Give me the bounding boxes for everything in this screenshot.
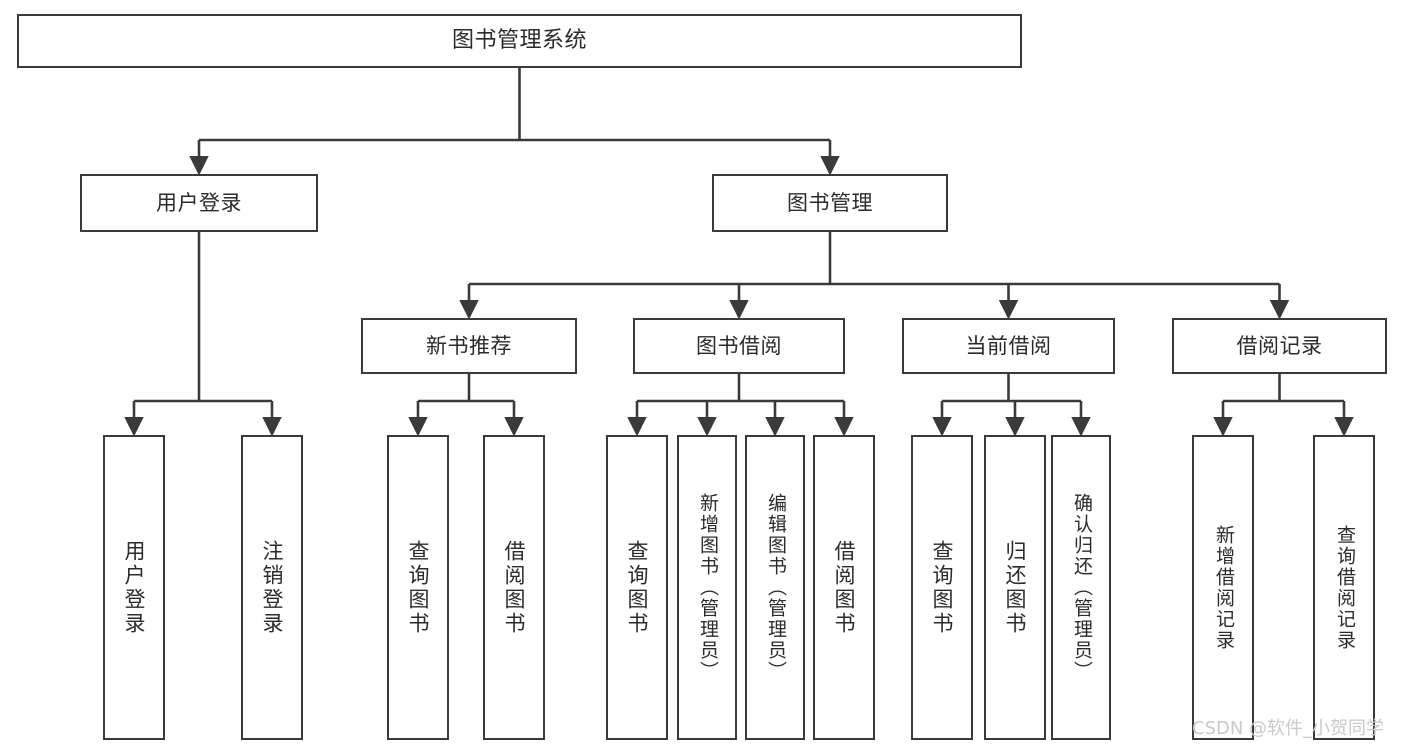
node-l-addrec[interactable]: 新增借阅记录 xyxy=(1192,435,1254,740)
node-label: 图书管理 xyxy=(787,190,873,215)
csdn-watermark: CSDN @软件_小贺同学 xyxy=(1192,718,1385,739)
node-current[interactable]: 当前借阅 xyxy=(902,318,1115,374)
node-bookmgmt[interactable]: 图书管理 xyxy=(712,174,948,232)
node-label: 借阅图书 xyxy=(502,539,527,636)
node-l-addbook[interactable]: 新增图书（管理员） xyxy=(677,435,737,740)
node-root[interactable]: 图书管理系统 xyxy=(17,14,1022,68)
node-l-returnbook[interactable]: 归还图书 xyxy=(984,435,1046,740)
node-label: 归还图书 xyxy=(1003,539,1028,636)
node-label: 用户登录 xyxy=(122,539,147,636)
node-l-borrowbook2[interactable]: 借阅图书 xyxy=(813,435,875,740)
node-label: 查询图书 xyxy=(625,539,650,636)
node-label: 查询借阅记录 xyxy=(1333,524,1356,651)
node-label: 借阅图书 xyxy=(832,539,857,636)
node-label: 图书借阅 xyxy=(696,333,782,358)
node-label: 当前借阅 xyxy=(965,333,1052,358)
node-label: 借阅记录 xyxy=(1236,333,1323,358)
node-l-confirm[interactable]: 确认归还（管理员） xyxy=(1051,435,1111,740)
node-label: 新增图书（管理员） xyxy=(696,493,719,682)
node-label: 图书管理系统 xyxy=(451,28,587,54)
node-label: 新书推荐 xyxy=(426,333,512,358)
node-l-queryrec[interactable]: 查询借阅记录 xyxy=(1313,435,1375,740)
node-l-querybook1[interactable]: 查询图书 xyxy=(387,435,449,740)
node-l-logout[interactable]: 注销登录 xyxy=(241,435,303,740)
node-label: 用户登录 xyxy=(156,190,242,215)
node-label: 查询图书 xyxy=(930,539,955,636)
node-label: 确认归还（管理员） xyxy=(1070,493,1093,682)
node-newrec[interactable]: 新书推荐 xyxy=(361,318,577,374)
node-login[interactable]: 用户登录 xyxy=(80,174,318,232)
node-borrow[interactable]: 图书借阅 xyxy=(633,318,845,374)
node-history[interactable]: 借阅记录 xyxy=(1172,318,1387,374)
node-l-querybook3[interactable]: 查询图书 xyxy=(911,435,973,740)
node-label: 新增借阅记录 xyxy=(1212,524,1235,651)
node-l-login[interactable]: 用户登录 xyxy=(103,435,165,740)
node-label: 查询图书 xyxy=(406,539,431,636)
node-l-editbook[interactable]: 编辑图书（管理员） xyxy=(745,435,805,740)
node-l-borrowbook1[interactable]: 借阅图书 xyxy=(483,435,545,740)
node-l-querybook2[interactable]: 查询图书 xyxy=(606,435,668,740)
node-label: 注销登录 xyxy=(260,539,285,636)
node-label: 编辑图书（管理员） xyxy=(764,493,787,682)
